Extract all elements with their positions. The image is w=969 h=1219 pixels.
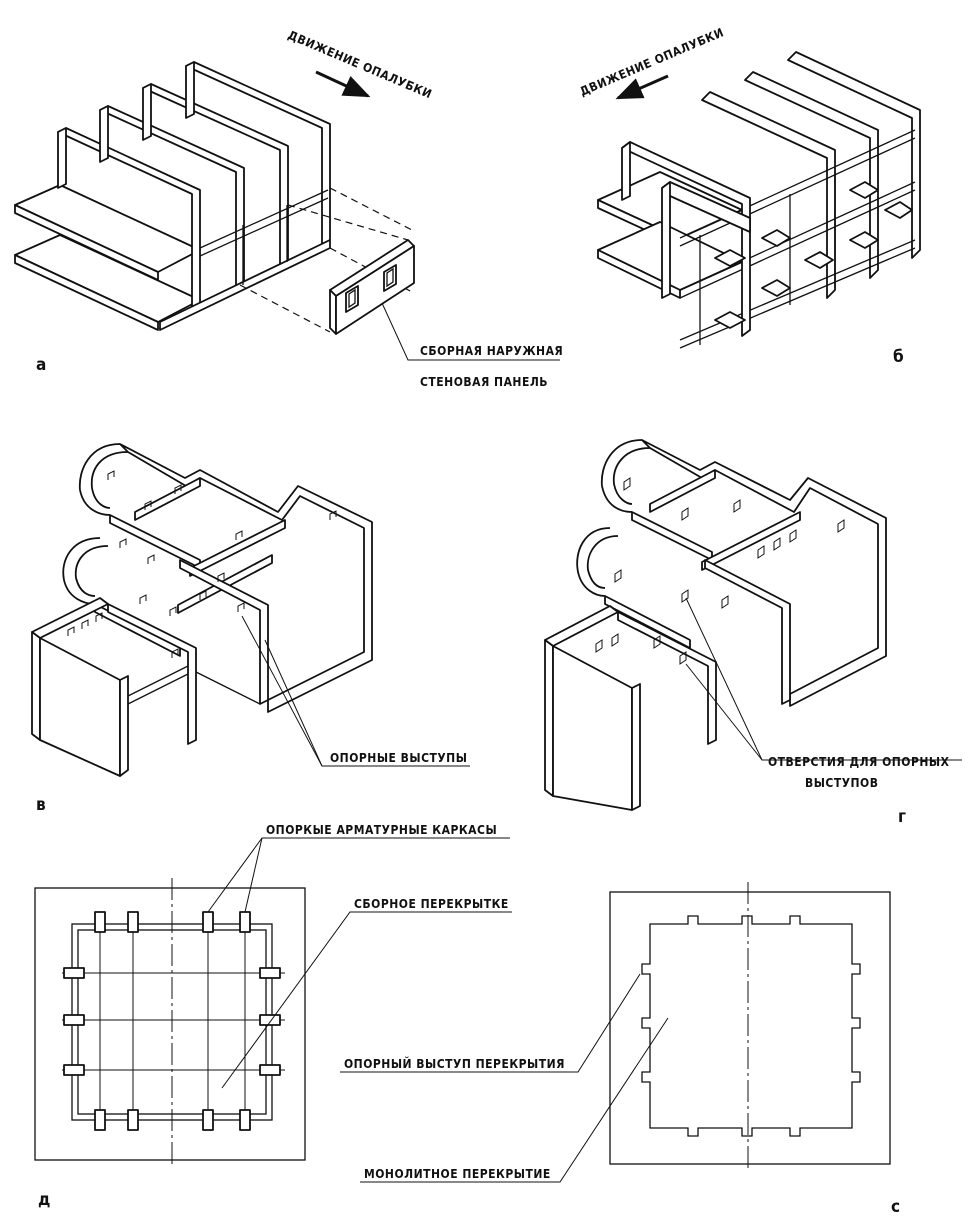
reinforcement-cages-label: ОПОРКЫЕ АРМАТУРНЫЕ КАРКАСЫ bbox=[266, 823, 497, 837]
panel-label-line1: СБОРНАЯ НАРУЖНАЯ bbox=[420, 344, 563, 358]
figure-a: ДВИЖЕНИЕ ОПАЛУБКИ СБОРНАЯ НАРУЖНАЯ СТЕНО… bbox=[14, 28, 563, 389]
panel-label-line2: СТЕНОВАЯ ПАНЕЛЬ bbox=[420, 375, 548, 389]
movement-label-a: ДВИЖЕНИЕ ОПАЛУБКИ bbox=[286, 28, 434, 101]
slab-projection-label: ОПОРНЫЙ ВЫСТУП ПЕРЕКРЫТИЯ bbox=[344, 1056, 565, 1071]
figure-letter-v: в bbox=[36, 795, 46, 815]
figure-v: ОПОРНЫЕ ВЫСТУПЫ в bbox=[31, 443, 470, 815]
figure-e: ОПОРНЫЙ ВЫСТУП ПЕРЕКРЫТИЯ МОНОЛИТНОЕ ПЕР… bbox=[340, 882, 900, 1217]
figure-letter-b: б bbox=[893, 347, 904, 367]
holes-label-line2: ВЫСТУПОВ bbox=[805, 776, 878, 790]
figure-g: ОТВЕРСТИЯ ДЛЯ ОПОРНЫХ ВЫСТУПОВ г bbox=[544, 439, 962, 827]
figure-letter-a: а bbox=[36, 355, 46, 375]
movement-arrow-a bbox=[315, 70, 371, 98]
figure-letter-d: д bbox=[38, 1190, 50, 1210]
support-projections-label: ОПОРНЫЕ ВЫСТУПЫ bbox=[330, 751, 467, 765]
figure-d: ОПОРКЫЕ АРМАТУРНЫЕ КАРКАСЫ СБОРНОЕ ПЕРЕК… bbox=[34, 823, 512, 1210]
figure-letter-g: г bbox=[898, 807, 906, 827]
monolithic-slab-label: МОНОЛИТНОЕ ПЕРЕКРЫТИЕ bbox=[364, 1167, 551, 1181]
holes-label-line1: ОТВЕРСТИЯ ДЛЯ ОПОРНЫХ bbox=[768, 755, 950, 769]
figure-b: ДВИЖЕНИЕ ОПАЛУБКИ б bbox=[578, 25, 921, 367]
figure-letter-e: с bbox=[891, 1197, 900, 1217]
precast-slab-label: СБОРНОЕ ПЕРЕКРЫТКЕ bbox=[354, 897, 509, 911]
movement-arrow-b bbox=[615, 74, 669, 100]
movement-label-b: ДВИЖЕНИЕ ОПАЛУБКИ bbox=[578, 25, 726, 98]
